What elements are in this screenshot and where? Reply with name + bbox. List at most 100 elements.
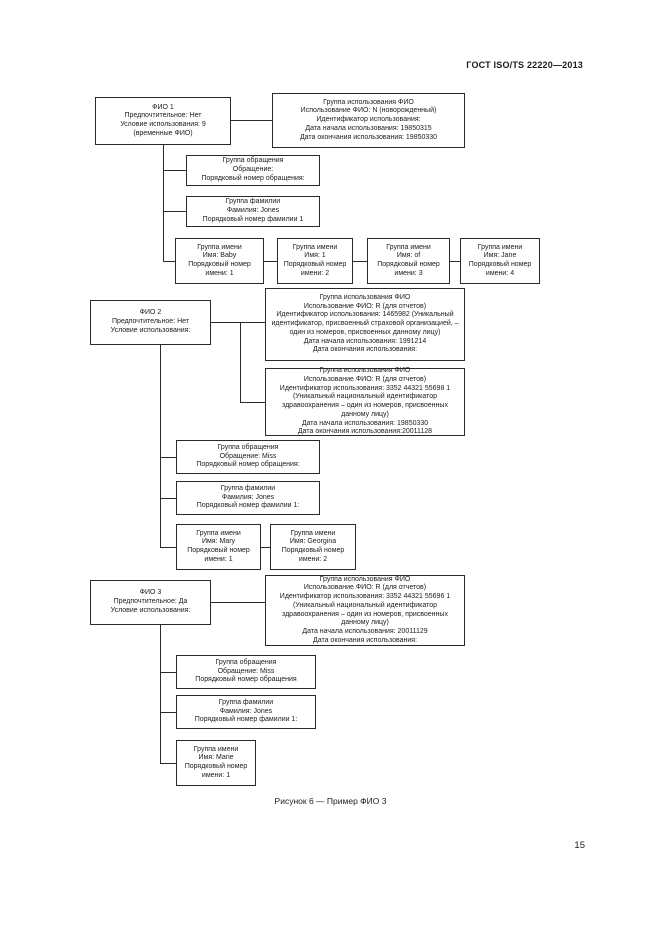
connector-line	[160, 345, 161, 547]
text-line: Порядковый номер имени: 2	[283, 261, 347, 277]
text-line: Условие использования: 9	[120, 121, 206, 128]
text-line: Имя: Marie	[198, 754, 234, 762]
text-line: Порядковый номер имени: 2	[281, 547, 345, 563]
text-line: Обращение:	[232, 166, 274, 174]
text-line: Группа имени	[193, 745, 239, 753]
text-line: Порядковый номер фамилии 1:	[194, 716, 298, 724]
text-line: Использование ФИО: R (для отчетов)	[303, 584, 427, 592]
text-line: Дата начала использования: 20011129	[302, 628, 428, 635]
text-line: Группа фамилии	[218, 698, 274, 706]
text-line: Группа обращения	[217, 443, 279, 451]
text-line: Дата начала использования: 19850315	[305, 124, 432, 132]
connector-line	[160, 763, 176, 764]
text-line: Имя: Baby	[202, 252, 237, 260]
text-line: Порядковый номер имени: 1	[187, 547, 250, 563]
text-line: Порядковый номер имени: 4	[468, 261, 532, 277]
connector-line	[264, 261, 277, 262]
text-line: Условие использования:	[110, 606, 191, 614]
page-number: 15	[574, 840, 585, 851]
text-line: Фамилия: Jones	[226, 207, 280, 215]
text-line: Группа использования ФИО	[319, 293, 411, 301]
text-line: Дата окончания использования:20011128	[297, 428, 433, 436]
text-line: Группа фамилии	[225, 198, 281, 206]
text-line: Предпочтительное: Нет	[111, 318, 190, 326]
text-line: Предпочтительное: Да	[113, 598, 188, 606]
text-line: Имя: Georgina	[289, 538, 337, 546]
text-line: Группа использования ФИО	[323, 98, 414, 106]
text-line: Порядковый номер имени: 3	[377, 261, 440, 277]
connector-line	[163, 170, 186, 171]
connector-line	[163, 145, 164, 261]
text-line: Условие использования:	[110, 326, 191, 334]
text-line: ФИО 3	[139, 589, 162, 597]
text-line: Группа имени	[197, 243, 242, 251]
text-line: Фамилия: Jones	[221, 493, 275, 501]
text-line: Идентификатор использования: 1465982 (Ун…	[271, 311, 459, 336]
connector-line	[211, 602, 265, 603]
text-line: Порядковый номер обращения:	[201, 174, 305, 182]
text-line: Дата окончания использования:	[312, 346, 418, 354]
text-line: Имя: Jane	[483, 252, 517, 260]
text-line: Имя: 1	[304, 252, 326, 260]
text-line: Предпочтительное: Нет	[124, 112, 202, 120]
text-line: Порядковый номер имени: 1	[184, 763, 248, 779]
connector-line	[450, 261, 460, 262]
text-line: Группа имени	[196, 529, 241, 537]
connector-line	[211, 322, 265, 323]
text-line: Группа имени	[290, 529, 336, 537]
text-line: Порядковый номер фамилии 1:	[196, 502, 300, 510]
text-line: Использование ФИО: N (новорожденный)	[300, 107, 437, 115]
text-line: Идентификатор использования: 3352 44321 …	[279, 384, 451, 418]
text-line: Использование ФИО: R (для отчетов)	[303, 302, 427, 310]
text-line: Группа имени	[386, 243, 431, 251]
text-line: Группа имени	[292, 243, 338, 251]
text-line: Дата окончания использования:	[312, 636, 418, 644]
text-line: Фамилия: Jones	[219, 707, 273, 715]
text-line: Группа обращения	[215, 658, 277, 666]
text-line: Порядковый номер фамилии 1	[202, 215, 304, 223]
text-line: Дата начала использования: 19850330	[301, 419, 429, 427]
text-line: Группа фамилии	[220, 484, 276, 492]
text-line: Обращение: Miss	[217, 667, 275, 675]
connector-line	[163, 261, 175, 262]
connector-line	[160, 457, 176, 458]
connector-line	[240, 402, 265, 403]
connector-line	[160, 712, 176, 713]
text-line: Имя: of	[396, 252, 421, 260]
text-line: ФИО 1	[152, 103, 174, 111]
text-line: Группа использования ФИО	[319, 367, 411, 374]
text-line: (временные ФИО)	[133, 129, 193, 137]
connector-line	[261, 547, 270, 548]
document-title: ГОСТ ISO/TS 22220—2013	[466, 60, 583, 70]
connector-line	[160, 498, 176, 499]
connector-line	[160, 672, 176, 673]
text-line: ФИО 2	[139, 309, 162, 317]
text-line: Использование ФИО: R (для отчетов)	[303, 375, 427, 383]
text-line: Идентификатор использования:	[316, 116, 421, 124]
figure-caption: Рисунок 6 — Пример ФИО 3	[274, 796, 387, 806]
connector-line	[240, 322, 241, 402]
text-line: Группа обращения	[222, 157, 284, 165]
text-line: Обращение: Miss	[219, 452, 277, 460]
text-line: Дата окончания использования: 19850330	[299, 133, 438, 141]
text-line: Порядковый номер обращения	[195, 676, 297, 684]
connector-line	[163, 211, 186, 212]
